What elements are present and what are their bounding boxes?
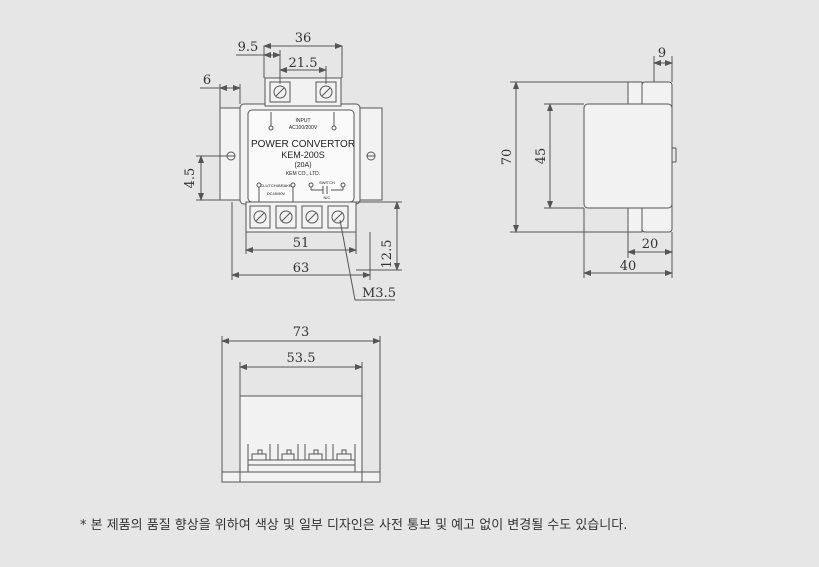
label-nc: N/C	[324, 195, 331, 200]
dim-36: 36	[295, 31, 312, 46]
label-current: (20A)	[294, 162, 311, 169]
output-terminal-screw	[253, 210, 267, 224]
dim-6: 6	[203, 73, 211, 88]
front-view	[196, 43, 402, 301]
bottom-body	[239, 395, 363, 473]
label-switch: SWITCH	[319, 180, 335, 185]
dim-51: 51	[293, 236, 310, 251]
label-product-name: POWER CONVERTOR	[251, 139, 355, 150]
label-model: KEM-200S	[281, 150, 325, 160]
dim-45: 45	[534, 148, 549, 165]
side-view	[510, 56, 677, 278]
label-clutch-brake: CLUTCH•BRAKE	[260, 183, 292, 188]
output-terminal-screw	[279, 210, 293, 224]
bottom-flange	[221, 471, 381, 483]
dim-21-5: 21.5	[289, 56, 318, 71]
side-dimension-labels: 9 70 45 20 40	[500, 46, 666, 274]
dim-53-5: 53.5	[287, 351, 316, 366]
output-terminal-block	[245, 201, 357, 233]
output-terminal-screw	[305, 210, 319, 224]
input-terminal-block	[264, 77, 342, 107]
side-body	[583, 103, 673, 209]
dim-12-5: 12.5	[380, 240, 395, 269]
dim-4-5: 4.5	[183, 168, 198, 189]
dim-9: 9	[658, 46, 666, 61]
bottom-dimension-labels: 73 53.5	[287, 325, 316, 366]
front-dimension-labels: 36 9.5 21.5 6 4.5 51 63 12.5 M3.5	[183, 31, 396, 301]
output-terminal-screw	[331, 210, 345, 224]
bottom-view	[221, 336, 381, 483]
dim-73: 73	[293, 325, 310, 340]
label-company: KEM CO., LTD.	[286, 171, 320, 177]
label-input-voltage: AC100/200V	[289, 125, 318, 131]
dim-20: 20	[642, 237, 659, 252]
dim-63: 63	[293, 261, 310, 276]
label-dc-voltage: DC45/90V	[267, 191, 286, 196]
dim-9-5: 9.5	[238, 40, 259, 55]
dim-40: 40	[620, 259, 637, 274]
label-input: INPUT	[296, 118, 311, 124]
input-terminal-screw	[319, 85, 333, 99]
input-terminal-screw	[273, 85, 287, 99]
dim-m3-5: M3.5	[362, 286, 396, 301]
dim-70: 70	[500, 149, 515, 166]
footnote: * 본 제품의 품질 향상을 위하여 색상 및 일부 디자인은 사전 통보 및 …	[80, 518, 628, 533]
front-panel-text: INPUT AC100/200V POWER CONVERTOR KEM-200…	[251, 118, 355, 200]
